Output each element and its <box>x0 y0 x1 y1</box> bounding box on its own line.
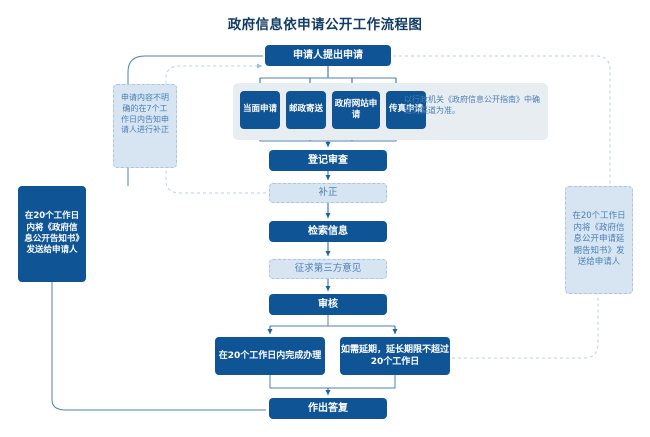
node-channel-fax[interactable]: 传真申请 <box>386 91 426 129</box>
node-channel-in-person-label: 当面申请 <box>242 104 277 115</box>
node-channel-in-person[interactable]: 当面申请 <box>240 91 280 129</box>
node-search-information-label: 检索信息 <box>308 225 348 237</box>
node-register-review-label: 登记审查 <box>308 154 348 166</box>
node-extension[interactable]: 如需延期，延长期限不超过20个工作日 <box>340 337 450 375</box>
node-channel-website[interactable]: 政府网站申请 <box>332 91 380 129</box>
node-reply-label: 作出答复 <box>308 402 348 414</box>
note-right-extension-notification-label: 在20个工作日内将《政府信息公开申请延期告知书》发送给申请人 <box>572 211 626 268</box>
node-reply[interactable]: 作出答复 <box>269 398 387 419</box>
note-left-notification-label: 在20个工作日内将《政府信息公开告知书》发送给申请人 <box>24 211 80 256</box>
page-title: 政府信息依申请公开工作流程图 <box>227 17 423 33</box>
node-apply[interactable]: 申请人提出申请 <box>265 45 391 66</box>
node-complete-within-20-days-label: 在20个工作日内完成办理 <box>218 350 322 361</box>
node-complete-within-20-days[interactable]: 在20个工作日内完成办理 <box>215 337 325 375</box>
node-channel-fax-label: 传真申请 <box>388 104 423 115</box>
node-extension-label: 如需延期，延长期限不超过20个工作日 <box>340 344 449 367</box>
node-channel-postal-label: 邮政寄送 <box>288 104 323 115</box>
note-left-notification[interactable]: 在20个工作日内将《政府信息公开告知书》发送给申请人 <box>18 186 86 282</box>
note-unclear-application-label: 申请内容不明确的在7个工作日内告知申请人进行补正 <box>121 93 169 135</box>
node-review-label: 审核 <box>318 298 338 310</box>
note-unclear-application: 申请内容不明确的在7个工作日内告知申请人进行补正 <box>113 84 177 168</box>
node-correction[interactable]: 补正 <box>269 183 387 203</box>
note-right-extension-notification[interactable]: 在20个工作日内将《政府信息公开申请延期告知书》发送给申请人 <box>565 186 633 294</box>
node-review[interactable]: 审核 <box>269 294 387 315</box>
node-register-review[interactable]: 登记审查 <box>269 150 387 171</box>
node-correction-label: 补正 <box>318 186 338 198</box>
node-third-party-opinion-label: 征求第三方意见 <box>294 262 362 274</box>
node-channel-website-label: 政府网站申请 <box>334 98 378 120</box>
node-apply-label: 申请人提出申请 <box>293 49 363 61</box>
node-channel-postal[interactable]: 邮政寄送 <box>286 91 326 129</box>
node-search-information[interactable]: 检索信息 <box>269 221 387 242</box>
note-channel-source: 以行政机关《政府信息公开指南》中确定的渠道为准。 <box>404 95 544 127</box>
node-third-party-opinion[interactable]: 征求第三方意见 <box>269 259 387 279</box>
note-channel-source-label: 以行政机关《政府信息公开指南》中确定的渠道为准。 <box>404 95 540 115</box>
